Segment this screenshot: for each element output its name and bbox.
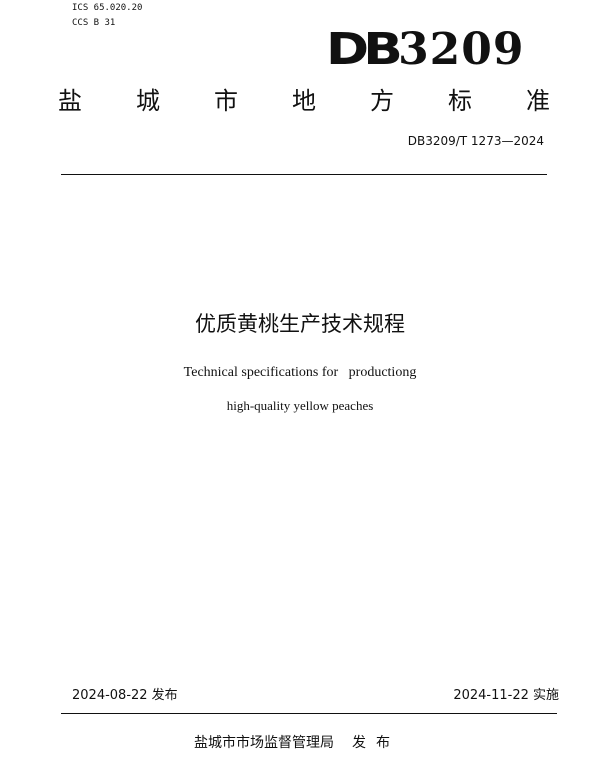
document-title-cn: 优质黄桃生产技术规程 [195,312,405,336]
bottom-divider [61,713,557,714]
standard-title-char: 方 [370,87,394,115]
publisher-name: 盐城市市场监督管理局 [194,735,334,751]
publisher-line: 盐城市市场监督管理局 发布 [194,734,400,752]
issue-date: 2024-08-22 发布 [72,688,178,703]
standard-title-char: 城 [136,87,160,115]
standard-title-char: 市 [214,87,238,115]
standard-category-title: 盐 城 市 地 方 标 准 [58,86,550,116]
document-title-en-line2: high-quality yellow peaches [226,398,374,413]
standard-title-char: 准 [526,87,550,115]
db-prefix: DB [326,24,403,75]
ics-code: ICS 65.020.20 [72,3,143,13]
standard-title-char: 盐 [58,87,82,115]
db-number: 3209 [398,24,525,75]
top-divider [61,174,547,175]
standard-number: DB3209/T 1273—2024 [407,134,544,148]
ccs-code: CCS B 31 [72,18,116,28]
standard-title-char: 地 [292,87,316,115]
db-logo: DB3209 [326,28,525,72]
implementation-date: 2024-11-22 实施 [453,688,559,703]
document-title-en-line1: Technical specifications for productiong [183,365,417,380]
publish-action: 发布 [352,735,400,751]
standard-title-char: 标 [448,87,472,115]
